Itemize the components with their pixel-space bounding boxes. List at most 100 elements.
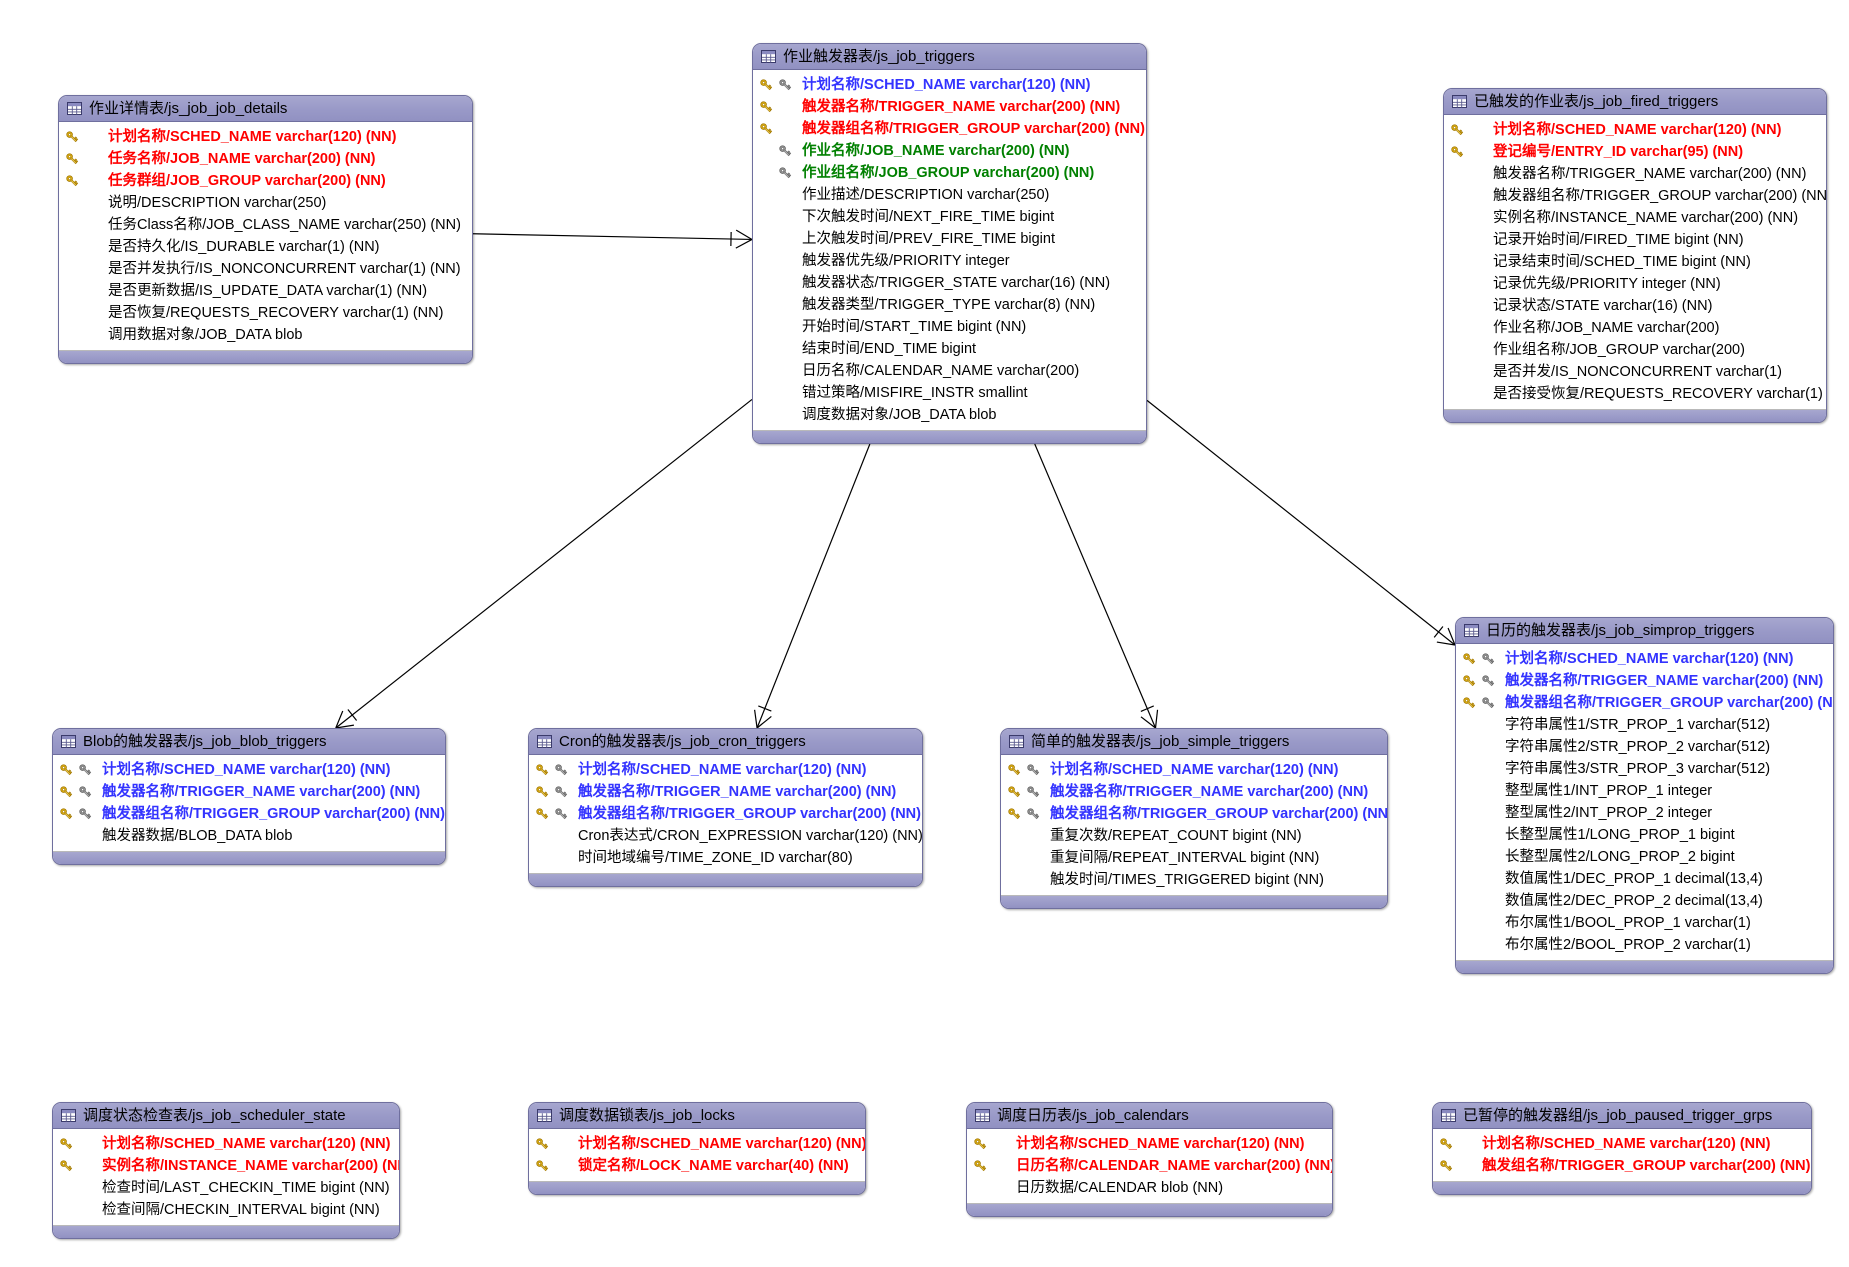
- attribute-row[interactable]: 调用数据对象/JOB_DATA blob: [63, 324, 464, 346]
- attribute-row[interactable]: 时间地域编号/TIME_ZONE_ID varchar(80): [533, 847, 914, 869]
- attribute-row[interactable]: 字符串属性1/STR_PROP_1 varchar(512): [1460, 714, 1825, 736]
- attribute-row[interactable]: 日历名称/CALENDAR_NAME varchar(200) (NN): [971, 1155, 1332, 1177]
- attribute-row[interactable]: 触发器类型/TRIGGER_TYPE varchar(8) (NN): [757, 294, 1138, 316]
- attribute-row[interactable]: 触发器数据/BLOB_DATA blob: [57, 825, 437, 847]
- attribute-row[interactable]: 检查间隔/CHECKIN_INTERVAL bigint (NN): [57, 1199, 391, 1221]
- entity-fired_triggers[interactable]: 已触发的作业表/js_job_fired_triggers 计划名称/SCHED_…: [1443, 88, 1827, 423]
- entity-simple_triggers[interactable]: 简单的触发器表/js_job_simple_triggers 计划名称/SCHED…: [1000, 728, 1388, 909]
- attribute-row[interactable]: 是否并发/IS_NONCONCURRENT varchar(1): [1448, 361, 1818, 383]
- entity-title-simprop_triggers[interactable]: 日历的触发器表/js_job_simprop_triggers: [1456, 618, 1833, 644]
- attribute-row[interactable]: 是否更新数据/IS_UPDATE_DATA varchar(1) (NN): [63, 280, 464, 302]
- attribute-row[interactable]: 计划名称/SCHED_NAME varchar(120) (NN): [1005, 759, 1379, 781]
- attribute-row[interactable]: 整型属性1/INT_PROP_1 integer: [1460, 780, 1825, 802]
- entity-calendars[interactable]: 调度日历表/js_job_calendars 计划名称/SCHED_NAME va…: [966, 1102, 1333, 1217]
- attribute-row[interactable]: 作业组名称/JOB_GROUP varchar(200): [1448, 339, 1818, 361]
- attribute-row[interactable]: 作业名称/JOB_NAME varchar(200) (NN): [757, 140, 1138, 162]
- entity-simprop_triggers[interactable]: 日历的触发器表/js_job_simprop_triggers 计划名称/SCHE…: [1455, 617, 1834, 974]
- attribute-row[interactable]: Cron表达式/CRON_EXPRESSION varchar(120) (NN…: [533, 825, 922, 847]
- attribute-row[interactable]: 触发器组名称/TRIGGER_GROUP varchar(200) (NN): [757, 118, 1145, 140]
- attribute-row[interactable]: 计划名称/SCHED_NAME varchar(120) (NN): [57, 759, 437, 781]
- attribute-row[interactable]: 长整型属性1/LONG_PROP_1 bigint: [1460, 824, 1825, 846]
- attribute-row[interactable]: 计划名称/SCHED_NAME varchar(120) (NN): [533, 759, 914, 781]
- entity-title-blob_triggers[interactable]: Blob的触发器表/js_job_blob_triggers: [53, 729, 445, 755]
- attribute-row[interactable]: 布尔属性2/BOOL_PROP_2 varchar(1): [1460, 934, 1825, 956]
- attribute-row[interactable]: 计划名称/SCHED_NAME varchar(120) (NN): [1460, 648, 1825, 670]
- attribute-row[interactable]: 开始时间/START_TIME bigint (NN): [757, 316, 1138, 338]
- attribute-row[interactable]: 触发器组名称/TRIGGER_GROUP varchar(200) (NN): [1005, 803, 1387, 825]
- attribute-row[interactable]: 作业描述/DESCRIPTION varchar(250): [757, 184, 1138, 206]
- entity-cron_triggers[interactable]: Cron的触发器表/js_job_cron_triggers 计划名称/SCHED…: [528, 728, 923, 887]
- attribute-row[interactable]: 长整型属性2/LONG_PROP_2 bigint: [1460, 846, 1825, 868]
- attribute-row[interactable]: 记录状态/STATE varchar(16) (NN): [1448, 295, 1818, 317]
- attribute-row[interactable]: 触发器组名称/TRIGGER_GROUP varchar(200) (NN): [1448, 185, 1826, 207]
- entity-title-fired_triggers[interactable]: 已触发的作业表/js_job_fired_triggers: [1444, 89, 1826, 115]
- attribute-row[interactable]: 日历名称/CALENDAR_NAME varchar(200): [757, 360, 1138, 382]
- attribute-row[interactable]: 上次触发时间/PREV_FIRE_TIME bigint: [757, 228, 1138, 250]
- entity-title-simple_triggers[interactable]: 简单的触发器表/js_job_simple_triggers: [1001, 729, 1387, 755]
- attribute-row[interactable]: 登记编号/ENTRY_ID varchar(95) (NN): [1448, 141, 1818, 163]
- attribute-row[interactable]: 计划名称/SCHED_NAME varchar(120) (NN): [63, 126, 464, 148]
- attribute-row[interactable]: 触发器名称/TRIGGER_NAME varchar(200) (NN): [1005, 781, 1379, 803]
- entity-title-cron_triggers[interactable]: Cron的触发器表/js_job_cron_triggers: [529, 729, 922, 755]
- attribute-row[interactable]: 字符串属性2/STR_PROP_2 varchar(512): [1460, 736, 1825, 758]
- attribute-row[interactable]: 重复间隔/REPEAT_INTERVAL bigint (NN): [1005, 847, 1379, 869]
- attribute-row[interactable]: 是否持久化/IS_DURABLE varchar(1) (NN): [63, 236, 464, 258]
- entity-job_details[interactable]: 作业详情表/js_job_job_details 计划名称/SCHED_NAME …: [58, 95, 473, 364]
- entity-title-locks[interactable]: 调度数据锁表/js_job_locks: [529, 1103, 865, 1129]
- attribute-row[interactable]: 触发器组名称/TRIGGER_GROUP varchar(200) (NN): [57, 803, 445, 825]
- attribute-row[interactable]: 任务Class名称/JOB_CLASS_NAME varchar(250) (N…: [63, 214, 464, 236]
- entity-title-job_details[interactable]: 作业详情表/js_job_job_details: [59, 96, 472, 122]
- attribute-row[interactable]: 记录开始时间/FIRED_TIME bigint (NN): [1448, 229, 1818, 251]
- attribute-row[interactable]: 数值属性1/DEC_PROP_1 decimal(13,4): [1460, 868, 1825, 890]
- attribute-row[interactable]: 触发器组名称/TRIGGER_GROUP varchar(200) (NN): [1460, 692, 1833, 714]
- entity-title-triggers[interactable]: 作业触发器表/js_job_triggers: [753, 44, 1146, 70]
- attribute-row[interactable]: 字符串属性3/STR_PROP_3 varchar(512): [1460, 758, 1825, 780]
- attribute-row[interactable]: 检查时间/LAST_CHECKIN_TIME bigint (NN): [57, 1177, 391, 1199]
- attribute-row[interactable]: 下次触发时间/NEXT_FIRE_TIME bigint: [757, 206, 1138, 228]
- attribute-row[interactable]: 触发器名称/TRIGGER_NAME varchar(200) (NN): [757, 96, 1138, 118]
- attribute-row[interactable]: 计划名称/SCHED_NAME varchar(120) (NN): [1437, 1133, 1803, 1155]
- attribute-row[interactable]: 计划名称/SCHED_NAME varchar(120) (NN): [1448, 119, 1818, 141]
- attribute-row[interactable]: 计划名称/SCHED_NAME varchar(120) (NN): [533, 1133, 865, 1155]
- attribute-row[interactable]: 作业名称/JOB_NAME varchar(200): [1448, 317, 1818, 339]
- attribute-row[interactable]: 是否接受恢复/REQUESTS_RECOVERY varchar(1): [1448, 383, 1823, 405]
- entity-title-calendars[interactable]: 调度日历表/js_job_calendars: [967, 1103, 1332, 1129]
- attribute-row[interactable]: 实例名称/INSTANCE_NAME varchar(200) (NN): [57, 1155, 399, 1177]
- entity-title-scheduler_state[interactable]: 调度状态检查表/js_job_scheduler_state: [53, 1103, 399, 1129]
- attribute-row[interactable]: 是否恢复/REQUESTS_RECOVERY varchar(1) (NN): [63, 302, 464, 324]
- attribute-row[interactable]: 触发组名称/TRIGGER_GROUP varchar(200) (NN): [1437, 1155, 1810, 1177]
- attribute-row[interactable]: 触发器名称/TRIGGER_NAME varchar(200) (NN): [57, 781, 437, 803]
- attribute-row[interactable]: 作业组名称/JOB_GROUP varchar(200) (NN): [757, 162, 1138, 184]
- attribute-row[interactable]: 数值属性2/DEC_PROP_2 decimal(13,4): [1460, 890, 1825, 912]
- attribute-row[interactable]: 任务名称/JOB_NAME varchar(200) (NN): [63, 148, 464, 170]
- attribute-row[interactable]: 触发器名称/TRIGGER_NAME varchar(200) (NN): [1460, 670, 1825, 692]
- attribute-row[interactable]: 锁定名称/LOCK_NAME varchar(40) (NN): [533, 1155, 857, 1177]
- entity-scheduler_state[interactable]: 调度状态检查表/js_job_scheduler_state 计划名称/SCHED…: [52, 1102, 400, 1239]
- attribute-row[interactable]: 触发时间/TIMES_TRIGGERED bigint (NN): [1005, 869, 1379, 891]
- attribute-row[interactable]: 计划名称/SCHED_NAME varchar(120) (NN): [57, 1133, 391, 1155]
- attribute-row[interactable]: 是否并发执行/IS_NONCONCURRENT varchar(1) (NN): [63, 258, 464, 280]
- attribute-row[interactable]: 触发器组名称/TRIGGER_GROUP varchar(200) (NN): [533, 803, 921, 825]
- attribute-row[interactable]: 触发器名称/TRIGGER_NAME varchar(200) (NN): [1448, 163, 1818, 185]
- attribute-row[interactable]: 计划名称/SCHED_NAME varchar(120) (NN): [757, 74, 1138, 96]
- attribute-row[interactable]: 说明/DESCRIPTION varchar(250): [63, 192, 464, 214]
- attribute-row[interactable]: 触发器状态/TRIGGER_STATE varchar(16) (NN): [757, 272, 1138, 294]
- entity-blob_triggers[interactable]: Blob的触发器表/js_job_blob_triggers 计划名称/SCHED…: [52, 728, 446, 865]
- entity-triggers[interactable]: 作业触发器表/js_job_triggers 计划名称/SCHED_NAME va…: [752, 43, 1147, 444]
- attribute-row[interactable]: 记录结束时间/SCHED_TIME bigint (NN): [1448, 251, 1818, 273]
- attribute-row[interactable]: 触发器名称/TRIGGER_NAME varchar(200) (NN): [533, 781, 914, 803]
- attribute-row[interactable]: 错过策略/MISFIRE_INSTR smallint: [757, 382, 1138, 404]
- attribute-row[interactable]: 整型属性2/INT_PROP_2 integer: [1460, 802, 1825, 824]
- attribute-row[interactable]: 调度数据对象/JOB_DATA blob: [757, 404, 1138, 426]
- attribute-row[interactable]: 任务群组/JOB_GROUP varchar(200) (NN): [63, 170, 464, 192]
- attribute-row[interactable]: 实例名称/INSTANCE_NAME varchar(200) (NN): [1448, 207, 1818, 229]
- attribute-row[interactable]: 结束时间/END_TIME bigint: [757, 338, 1138, 360]
- attribute-row[interactable]: 日历数据/CALENDAR blob (NN): [971, 1177, 1324, 1199]
- attribute-row[interactable]: 记录优先级/PRIORITY integer (NN): [1448, 273, 1818, 295]
- attribute-row[interactable]: 触发器优先级/PRIORITY integer: [757, 250, 1138, 272]
- entity-title-paused_trigger_grps[interactable]: 已暂停的触发器组/js_job_paused_trigger_grps: [1433, 1103, 1811, 1129]
- entity-paused_trigger_grps[interactable]: 已暂停的触发器组/js_job_paused_trigger_grps 计划名称/…: [1432, 1102, 1812, 1195]
- entity-locks[interactable]: 调度数据锁表/js_job_locks 计划名称/SCHED_NAME varch…: [528, 1102, 866, 1195]
- attribute-row[interactable]: 计划名称/SCHED_NAME varchar(120) (NN): [971, 1133, 1324, 1155]
- attribute-row[interactable]: 重复次数/REPEAT_COUNT bigint (NN): [1005, 825, 1379, 847]
